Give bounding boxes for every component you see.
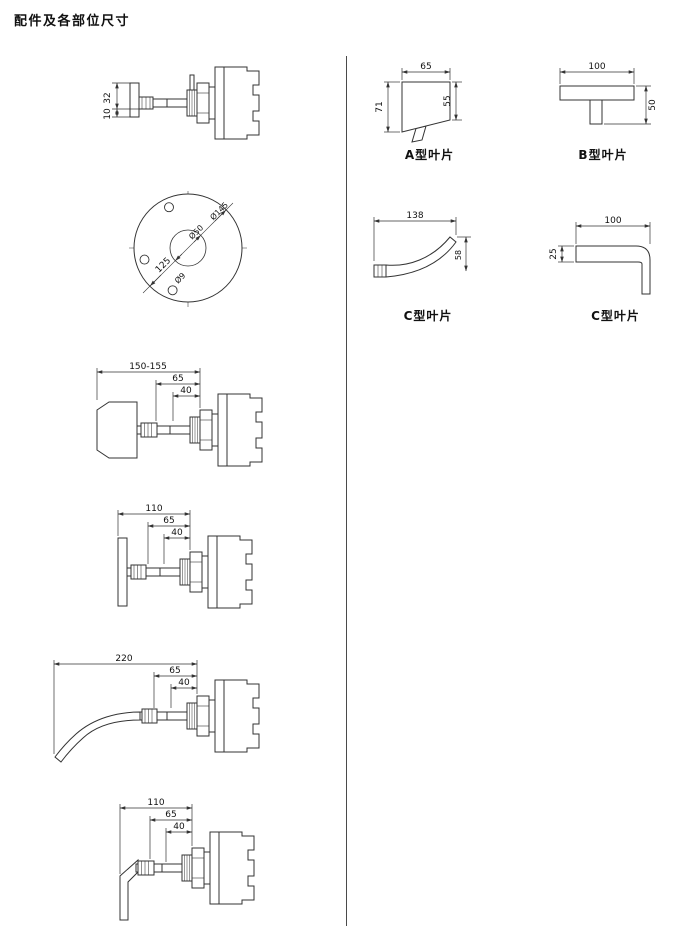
dimensions: 100 50 xyxy=(559,62,658,125)
device-body xyxy=(126,535,253,609)
bent-blade xyxy=(119,858,139,921)
dim-label-upper: 32 xyxy=(103,92,113,103)
drawing-blade-c-curved: 138 58 xyxy=(373,211,471,278)
dim-label-right-height: 55 xyxy=(443,95,453,106)
dim-label-total: 110 xyxy=(147,798,164,808)
device-body xyxy=(139,679,260,753)
dimensions: 150-155 65 40 xyxy=(96,362,201,421)
dim-label-thickness: 25 xyxy=(549,248,559,259)
device-body xyxy=(136,393,263,467)
drawing-assembly-flat-blade: 110 65 40 xyxy=(117,504,253,609)
dim-label-rise: 58 xyxy=(454,250,463,260)
flat-blade xyxy=(117,537,128,607)
blade-c-bent-shape xyxy=(575,245,651,295)
dim-label-length: 100 xyxy=(604,216,621,226)
dim-label-width: 100 xyxy=(588,62,605,72)
dim-label-inner: 40 xyxy=(180,386,192,396)
drawing-assembly-bent-blade: 110 65 40 xyxy=(119,798,255,921)
dimensions: 110 65 40 xyxy=(117,504,191,564)
dim-label-height: 50 xyxy=(648,99,658,111)
dimensions: 32 10 xyxy=(103,82,139,120)
dim-label-total: 110 xyxy=(145,504,162,514)
blade-a-shape xyxy=(401,81,451,143)
device-body xyxy=(129,66,260,140)
drawing-assembly-paddle: 150-155 65 40 xyxy=(96,362,263,467)
dim-label-total: 150-155 xyxy=(129,362,167,372)
dimensions: 220 65 40 xyxy=(53,654,198,754)
dim-label-left-height: 71 xyxy=(375,101,385,112)
drawing-device-side-view: 32 10 xyxy=(103,66,260,140)
dim-label-inner: 40 xyxy=(171,528,183,538)
dim-label-inner: 40 xyxy=(173,822,185,832)
dim-label-mid: 65 xyxy=(165,810,176,820)
dim-label-inner: 40 xyxy=(178,678,190,688)
blade-c-bent-caption: C型叶片 xyxy=(591,309,640,323)
dim-label-length: 138 xyxy=(406,211,423,221)
column-divider xyxy=(346,56,347,926)
page-title: 配件及各部位尺寸 xyxy=(14,14,131,29)
dimensions: 138 58 xyxy=(373,211,471,272)
drawing-flange-top-view: Ø145 Ø50 125 Ø9 xyxy=(129,191,247,307)
curved-blade xyxy=(54,711,141,763)
drawing-blade-b: 100 50 xyxy=(559,62,658,125)
blade-a-caption: A型叶片 xyxy=(404,148,455,162)
dimensions: 65 71 55 xyxy=(375,62,462,133)
blade-b-caption: B型叶片 xyxy=(578,148,628,162)
blade-c-curved-shape xyxy=(373,236,457,278)
drawing-blade-a: 65 71 55 xyxy=(375,62,462,143)
paddle-blade xyxy=(96,401,138,459)
dimensions: 110 65 40 xyxy=(119,798,193,874)
dimensions: 100 25 xyxy=(549,216,651,263)
blade-b-shape xyxy=(559,85,635,125)
blade-c-curved-caption: C型叶片 xyxy=(403,309,453,323)
dim-label-total: 220 xyxy=(115,654,132,664)
dim-label-mid: 65 xyxy=(163,516,174,526)
dim-label-lower: 10 xyxy=(103,108,113,120)
dim-label-width: 65 xyxy=(420,62,431,72)
drawing-blade-c-bent: 100 25 xyxy=(549,216,651,295)
dim-label-mid: 65 xyxy=(169,666,180,676)
drawing-assembly-curved-blade: 220 65 40 xyxy=(53,654,260,763)
dim-label-mid: 65 xyxy=(172,374,183,384)
device-body xyxy=(135,831,255,905)
